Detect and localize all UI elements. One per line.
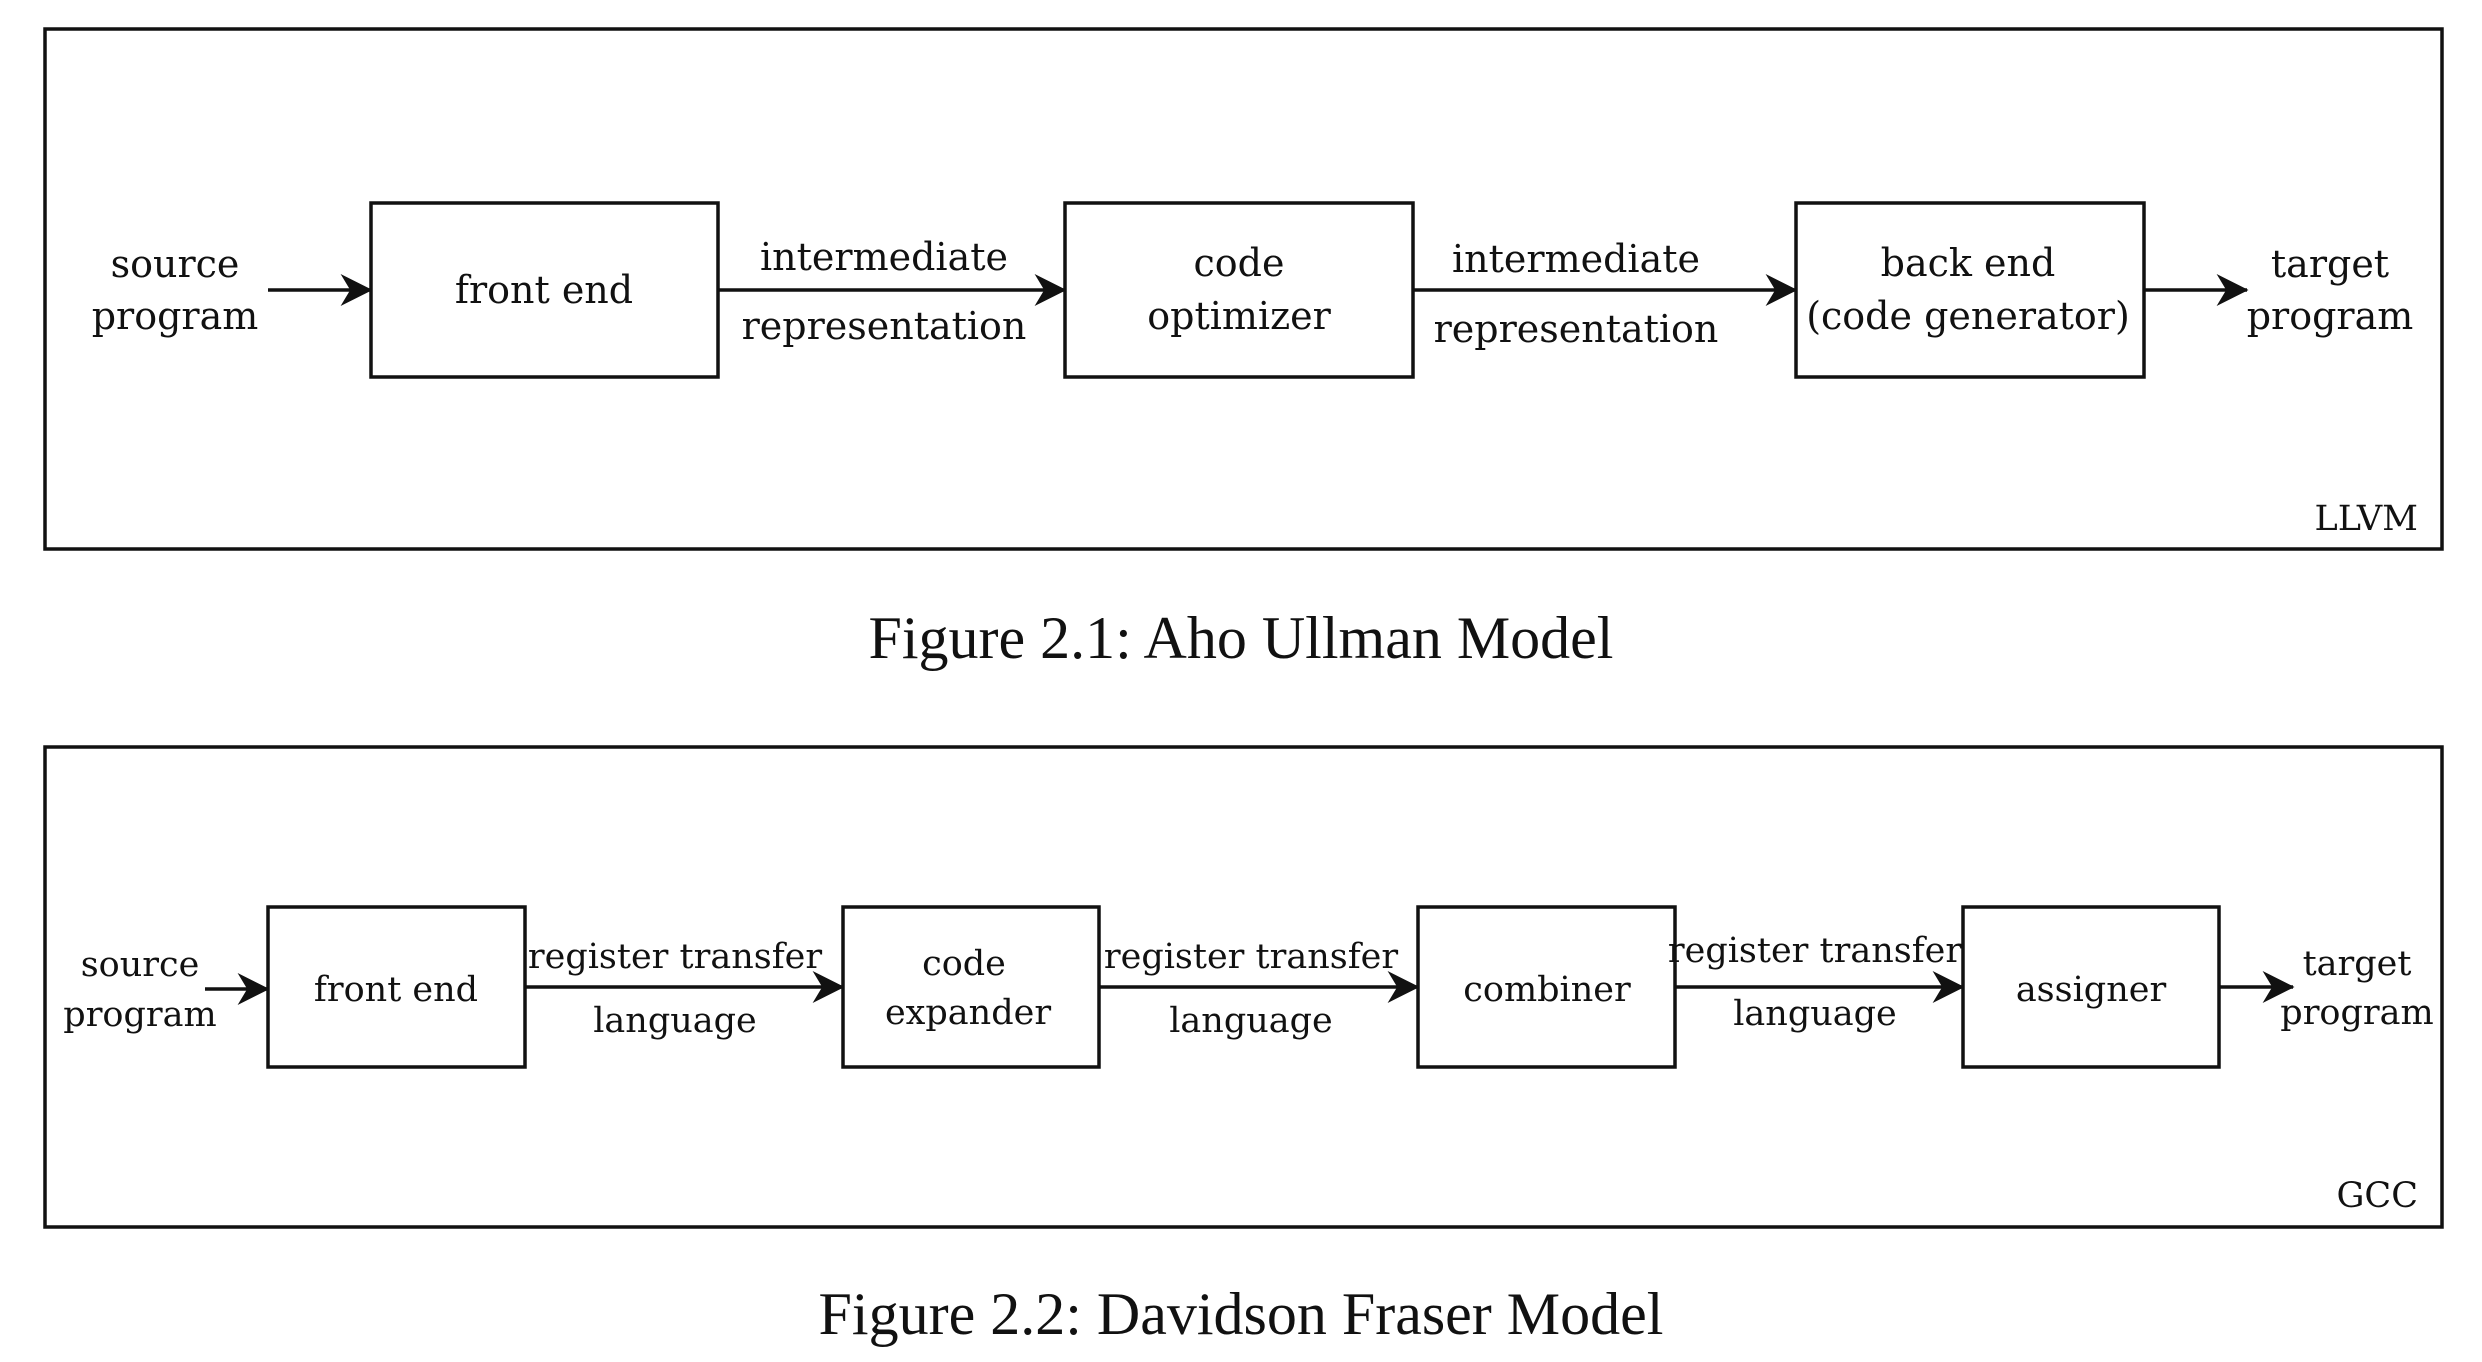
figure2-input-line2: program <box>63 995 216 1035</box>
figure1-caption: Figure 2.1: Aho Ullman Model <box>869 605 1614 671</box>
figure1-edge1-line1: intermediate <box>760 235 1008 279</box>
figure2-edge1-line2: language <box>593 1001 757 1041</box>
figure1-stage-back-end-line1: back end <box>1881 241 2056 285</box>
figure-aho-ullman: source program front end intermediate re… <box>43 27 2444 551</box>
figure1-edge1-line2: representation <box>742 304 1027 348</box>
figure2-input-line1: source <box>81 945 200 985</box>
figure2-edge2-line1: register transfer <box>1104 937 1398 977</box>
figure1-edge2-line2: representation <box>1434 307 1719 351</box>
figure2-output-line2: program <box>2280 993 2433 1033</box>
figure1-stage-code-optimizer-line2: optimizer <box>1147 294 1331 338</box>
figure2-edge3-line1: register transfer <box>1668 931 1962 971</box>
figure1-frame <box>43 27 2444 551</box>
figure1-stage-code-optimizer <box>1063 201 1415 379</box>
figure1-output-line1: target <box>2271 242 2389 286</box>
figure1-input-line2: program <box>92 294 259 338</box>
figure2-edge1-line1: register transfer <box>528 937 822 977</box>
figure2-output-line1: target <box>2303 944 2412 984</box>
figure1-stage-front-end <box>369 201 720 379</box>
figure2-stage-code-expander <box>841 905 1101 1069</box>
figure-davidson-fraser: source program front end register transf… <box>43 745 2444 1229</box>
figure2-stage-code-expander-line1: code <box>922 944 1006 984</box>
figure2-stage-assigner-label: assigner <box>2016 970 2167 1010</box>
figure1-edge2-line1: intermediate <box>1452 237 1700 281</box>
figure2-stage-assigner <box>1961 905 2221 1069</box>
figure1-stage-code-optimizer-line1: code <box>1194 241 1285 285</box>
figure2-corner-tag: GCC <box>2336 1176 2418 1216</box>
figure2-stage-combiner-label: combiner <box>1463 970 1631 1010</box>
figure2-edge3-line2: language <box>1733 994 1897 1034</box>
figure2-frame <box>43 745 2444 1229</box>
figure2-stage-front-end <box>266 905 527 1069</box>
figure1-stage-back-end-line2: (code generator) <box>1806 294 2130 338</box>
figure1-stage-front-end-label: front end <box>455 268 633 312</box>
figure1-input-line1: source <box>111 242 240 286</box>
figure1-output-line2: program <box>2247 294 2414 338</box>
figure1-corner-tag: LLVM <box>2315 499 2418 539</box>
figure2-stage-code-expander-line2: expander <box>885 993 1051 1033</box>
figure2-stage-front-end-label: front end <box>314 970 478 1010</box>
figure1-stage-back-end <box>1794 201 2146 379</box>
figure2-caption: Figure 2.2: Davidson Fraser Model <box>819 1281 1664 1347</box>
figure2-edge2-line2: language <box>1169 1001 1333 1041</box>
